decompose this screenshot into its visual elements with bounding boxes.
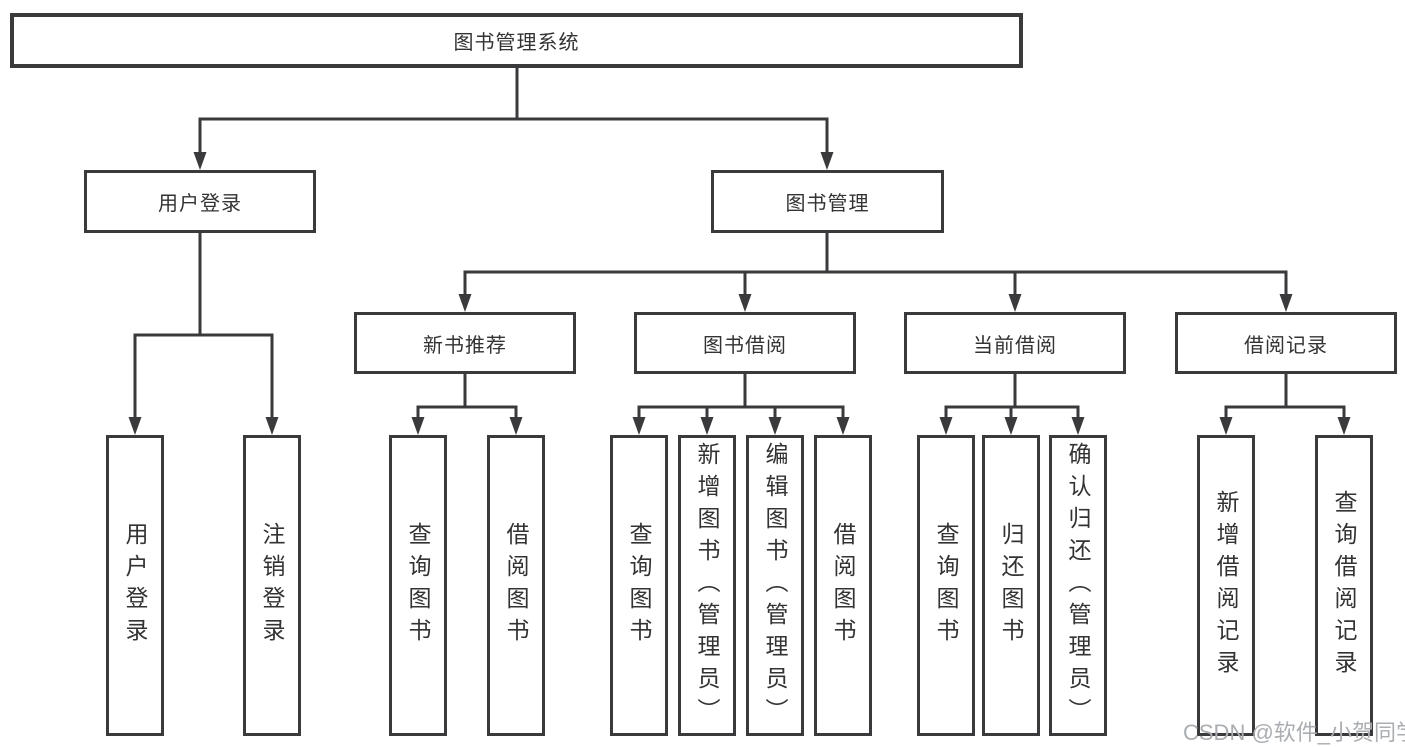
leaf-confirm-return-admin: 确认归还（管理员） <box>1049 435 1107 736</box>
leaf-logout: 注销登录 <box>243 435 301 736</box>
leaf-user-login: 用户登录 <box>106 435 164 736</box>
node-library-management-system: 图书管理系统 <box>10 13 1023 68</box>
leaf-query-books-recommend: 查询图书 <box>389 435 447 736</box>
node-book-borrowing: 图书借阅 <box>634 312 856 374</box>
leaf-query-books-borrowing: 查询图书 <box>610 435 668 736</box>
node-book-management: 图书管理 <box>711 170 944 233</box>
leaf-query-borrow-record: 查询借阅记录 <box>1315 435 1373 736</box>
leaf-borrow-books-recommend: 借阅图书 <box>487 435 545 736</box>
leaf-return-books: 归还图书 <box>982 435 1040 736</box>
node-user-login: 用户登录 <box>84 170 316 233</box>
leaf-borrow-books-borrowing: 借阅图书 <box>814 435 872 736</box>
node-current-borrowing: 当前借阅 <box>904 312 1126 374</box>
leaf-query-books-current: 查询图书 <box>917 435 975 736</box>
leaf-edit-books-admin: 编辑图书（管理员） <box>746 435 804 736</box>
watermark: CSDN @软件_小贺同学 <box>1183 720 1405 745</box>
leaf-add-books-admin: 新增图书（管理员） <box>678 435 736 736</box>
node-borrowing-records: 借阅记录 <box>1175 312 1397 374</box>
node-new-book-recommendation: 新书推荐 <box>354 312 576 374</box>
leaf-add-borrow-record: 新增借阅记录 <box>1197 435 1255 736</box>
